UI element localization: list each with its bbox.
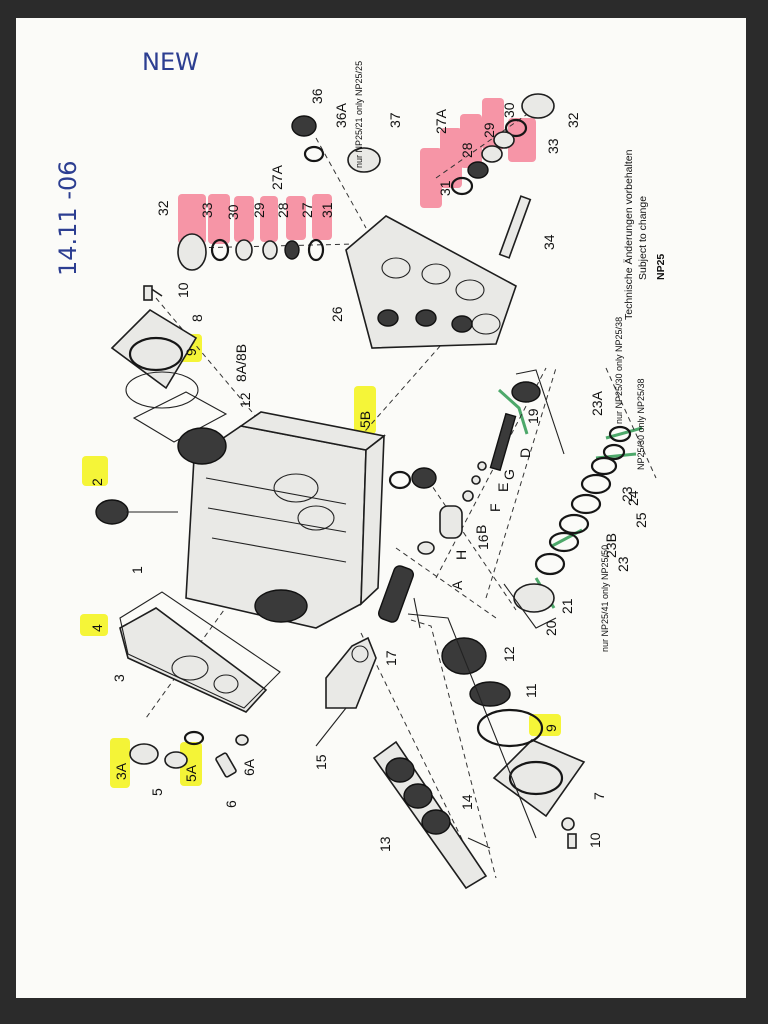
callout-27-a: 27	[299, 202, 315, 218]
qualifier-36a: nur NP25/21 only NP25/25	[354, 61, 364, 168]
seal-stack	[513, 425, 632, 613]
callout-9-bottom: 9	[543, 724, 559, 732]
callout-13: 13	[377, 836, 393, 852]
callout-31-b: 31	[437, 180, 453, 196]
callout-f: F	[487, 503, 503, 512]
callout-27a-right: 27A	[433, 108, 449, 134]
callout-12-top: 12	[237, 392, 253, 408]
valve-stack-left	[177, 233, 325, 271]
callout-6: 6	[223, 800, 239, 808]
callout-b: B	[473, 525, 489, 534]
group-bracket-seals	[503, 583, 557, 629]
callout-29-b: 29	[481, 122, 497, 138]
callout-24: 24	[625, 490, 641, 506]
oil-filler-cap	[95, 499, 178, 525]
callout-32-b: 32	[565, 112, 581, 128]
notice-english: Subject to change	[637, 196, 649, 280]
callout-23b: 23B	[603, 533, 619, 558]
callout-20: 20	[543, 620, 559, 636]
group-bracket-16	[407, 613, 537, 839]
callout-11: 11	[523, 683, 539, 698]
callout-23a: 23A	[589, 390, 605, 416]
callout-12-bottom: 12	[501, 646, 517, 662]
red-highlights	[178, 98, 536, 244]
plunger-assembly	[378, 381, 541, 629]
callout-7: 7	[591, 792, 607, 800]
callout-23-low: 23	[615, 556, 631, 572]
callout-10-top: 10	[175, 282, 191, 298]
callout-15: 15	[313, 754, 329, 770]
qualifier-20: nur NP25/41 only NP25/50	[600, 545, 610, 652]
oil-sight-glass	[388, 467, 437, 490]
callout-8ab: 8A/8B	[233, 344, 249, 382]
bolts	[143, 285, 577, 849]
callout-23-mid: 23	[619, 486, 635, 502]
handwritten-date: 14.11 -06	[54, 160, 82, 276]
rod	[498, 195, 532, 259]
callout-3: 3	[111, 674, 127, 682]
callout-a: A	[449, 580, 465, 590]
callout-34: 34	[541, 234, 557, 250]
notice-german: Technische Änderungen vorbehalten	[623, 149, 635, 320]
callout-4: 4	[89, 624, 105, 632]
callout-16: 16	[475, 534, 491, 550]
crankcase-housing	[185, 411, 386, 629]
callout-33-a: 33	[199, 202, 215, 218]
callout-e: E	[495, 483, 511, 492]
pump-head	[345, 215, 517, 349]
change-notice: Technische Änderungen vorbehalten Subjec…	[623, 149, 667, 320]
callout-25: 25	[633, 512, 649, 528]
callout-d: D	[517, 448, 533, 458]
callout-36a: 36A	[333, 102, 349, 128]
callout-h: H	[453, 550, 469, 560]
callout-14: 14	[459, 794, 475, 810]
group-bracket-plunger	[515, 369, 565, 455]
callout-8: 8	[189, 314, 205, 322]
callout-3a: 3A	[113, 762, 129, 780]
callout-21: 21	[559, 598, 575, 614]
cover-gasket	[119, 591, 281, 709]
variant-qualifiers: nur NP25/21 only NP25/25 nur NP25/30 onl…	[354, 61, 646, 652]
callout-6a: 6A	[241, 758, 257, 776]
qualifier-23: NP25/30 only NP25/38	[636, 378, 646, 470]
callout-1: 1	[129, 566, 145, 574]
crankshaft	[372, 740, 491, 890]
callout-10-bottom: 10	[587, 832, 603, 848]
callout-28-a: 28	[275, 202, 291, 218]
exploded-parts-diagram: NEW 14.11 -06	[54, 48, 667, 890]
bearing-cover-front	[110, 287, 228, 465]
callout-36: 36	[309, 88, 325, 104]
callout-26: 26	[329, 306, 345, 322]
yellow-highlights	[80, 334, 561, 788]
qualifier-23a: nur NP25/30 only NP25/38	[614, 317, 624, 424]
callout-30-a: 30	[225, 204, 241, 220]
callout-29-a: 29	[251, 202, 267, 218]
callout-33-b: 33	[545, 138, 561, 154]
callout-5a: 5A	[183, 764, 199, 782]
connecting-rod	[315, 636, 377, 747]
handwritten-new: NEW	[142, 48, 199, 76]
callout-9-top: 9	[183, 348, 199, 356]
callout-30-b: 30	[501, 102, 517, 118]
callout-g: G	[501, 469, 517, 480]
callout-2: 2	[89, 478, 105, 486]
callout-31-a: 31	[319, 202, 335, 218]
callout-17: 17	[383, 650, 399, 666]
callout-27a-top: 27A	[269, 164, 285, 190]
callout-5: 5	[149, 788, 165, 796]
bearing-cover-rear	[441, 637, 586, 831]
valve-stack-right	[450, 93, 555, 196]
rear-cover	[119, 607, 268, 713]
plugs-top	[291, 115, 381, 173]
callout-labels: 1 2 3 3A 4 5 5A 5B 6 6A 7 8 8A/8B 9 9 10…	[89, 88, 649, 852]
drain-plugs	[129, 730, 249, 778]
scanned-parts-sheet: NEW 14.11 -06	[16, 18, 746, 998]
callout-5b: 5B	[357, 411, 373, 428]
callout-37: 37	[387, 112, 403, 128]
callout-28-b: 28	[459, 142, 475, 158]
callout-32-a: 32	[155, 200, 171, 216]
callout-19: 19	[525, 408, 541, 424]
model-name: NP25	[655, 254, 667, 280]
